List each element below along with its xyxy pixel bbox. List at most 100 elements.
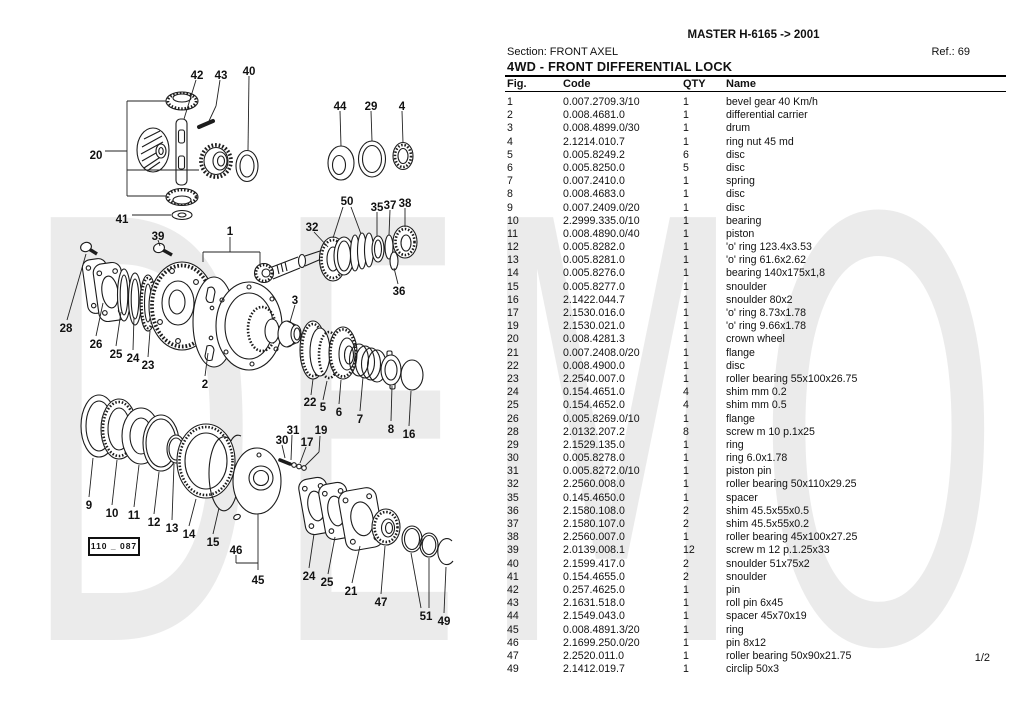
callout-leader-line	[115, 311, 122, 347]
cell-fig: 44	[507, 610, 519, 623]
diagram-callout-51: 51	[420, 611, 433, 623]
diagram-callout-8: 8	[388, 424, 395, 436]
diagram-callout-47: 47	[375, 597, 388, 609]
callout-leader-line	[299, 446, 307, 464]
cell-qty: 1	[683, 122, 689, 135]
diagram-callout-45: 45	[252, 575, 265, 587]
cell-code: 2.0139.008.1	[563, 544, 625, 557]
cell-code: 0.154.4651.0	[563, 386, 625, 399]
cell-fig: 5	[507, 148, 513, 161]
cell-fig: 12	[507, 241, 519, 254]
cell-name: flange	[726, 346, 755, 359]
callout-leader-line	[380, 545, 386, 595]
col-name: Name	[726, 78, 756, 90]
callout-leader-line	[388, 209, 391, 236]
cell-name: spacer	[726, 491, 758, 504]
cell-fig: 28	[507, 425, 519, 438]
diagram-callout-26: 26	[90, 339, 103, 351]
cell-qty: 1	[683, 241, 689, 254]
cell-name: piston	[726, 227, 755, 240]
cell-fig: 17	[507, 307, 519, 319]
cell-name: snoulder 51x75x2	[726, 557, 810, 570]
callout-leader-line	[350, 206, 362, 235]
cell-fig: 29	[507, 438, 519, 451]
diagram-callout-16: 16	[403, 429, 416, 441]
cell-name: spring	[726, 175, 755, 188]
cell-qty: 1	[683, 623, 689, 636]
callout-leader-line	[390, 385, 393, 422]
cell-fig: 11	[507, 227, 518, 240]
section-label: Section: FRONT AXEL	[507, 46, 619, 58]
cell-fig: 47	[507, 649, 519, 662]
cell-fig: 32	[507, 478, 519, 491]
callout-leader-line	[88, 457, 94, 498]
cell-name: spacer 45x70x19	[726, 610, 807, 623]
part-output-flanges	[298, 476, 454, 566]
diagram-callout-17: 17	[301, 437, 314, 449]
callout-leader-line	[313, 231, 329, 248]
cell-code: 2.1412.019.7	[563, 663, 625, 676]
diagram-callout-43: 43	[215, 70, 228, 82]
cell-fig: 31	[507, 465, 519, 478]
diagram-callout-21: 21	[345, 586, 358, 598]
callout-leader-line	[212, 507, 220, 535]
callout-leader-line	[351, 545, 361, 584]
cell-fig: 45	[507, 623, 519, 636]
cell-qty: 1	[683, 372, 689, 385]
cell-code: 0.008.4899.0/30	[563, 122, 640, 135]
cell-fig: 35	[507, 491, 519, 504]
callout-leader-line	[443, 566, 447, 614]
cell-name: shim mm 0.2	[726, 386, 787, 399]
cell-fig: 46	[507, 636, 519, 649]
cell-code: 2.1580.107.0	[563, 518, 625, 530]
cell-code: 2.1530.021.0	[563, 320, 625, 333]
diagram-callout-41: 41	[116, 214, 129, 226]
cell-qty: 8	[683, 425, 689, 438]
diagram-callout-10: 10	[106, 508, 119, 520]
diagram-callout-19: 19	[315, 425, 328, 437]
cell-name: disc	[726, 201, 745, 214]
callout-leader-line	[304, 451, 320, 467]
callout-leader-line	[327, 536, 336, 575]
cell-qty: 1	[683, 359, 689, 372]
diagram-callout-22: 22	[304, 397, 317, 409]
diagram-callout-30: 30	[276, 435, 289, 447]
cell-qty: 1	[683, 412, 689, 425]
cell-name: ring	[726, 623, 744, 636]
callout-leader-line	[289, 304, 296, 323]
cell-name: roller bearing 45x100x27.25	[726, 531, 858, 544]
diagram-callout-4: 4	[399, 101, 406, 113]
callout-leader-line	[393, 267, 399, 285]
cell-name: disc	[726, 148, 745, 161]
cell-qty: 1	[683, 175, 689, 188]
cell-qty: 2	[683, 570, 689, 583]
cell-qty: 1	[683, 293, 689, 306]
cell-code: 0.008.4900.0	[563, 359, 625, 372]
cell-qty: 12	[683, 544, 695, 557]
part-small-pins	[278, 458, 307, 471]
cell-name: bearing 140x175x1,8	[726, 267, 825, 280]
cell-qty: 5	[683, 161, 689, 174]
diagram-callout-31: 31	[287, 425, 300, 437]
cell-fig: 40	[507, 557, 519, 570]
cell-name: piston pin	[726, 465, 772, 478]
callout-leader-line	[318, 435, 321, 453]
cell-name: ring 6.0x1.78	[726, 452, 788, 465]
cell-code: 0.005.8277.0	[563, 280, 625, 293]
